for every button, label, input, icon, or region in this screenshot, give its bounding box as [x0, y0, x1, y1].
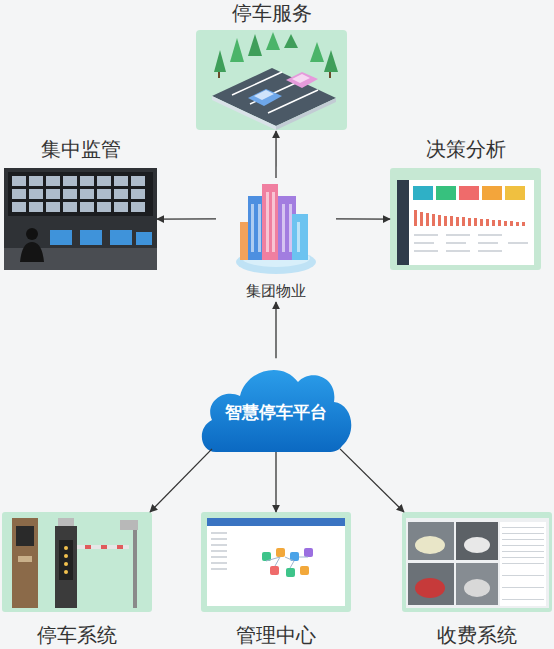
building-icon	[236, 184, 316, 274]
management-screenshot	[201, 512, 351, 612]
arrow-connector	[336, 218, 390, 219]
node-label: 集中监管	[4, 136, 157, 162]
node-label: 停车服务	[196, 0, 347, 26]
node-label: 决策分析	[390, 136, 541, 162]
arrow-connector	[340, 449, 404, 512]
arrow-connector	[150, 449, 212, 512]
node-label: 管理中心	[201, 622, 351, 648]
parking-hardware	[2, 512, 152, 612]
charge-screenshot	[402, 512, 552, 612]
cloud-node: 智慧停车平台	[196, 356, 356, 464]
image-node: 收费系统	[402, 512, 552, 648]
arrow-connector	[275, 131, 276, 178]
dashboard-screenshot	[390, 168, 541, 270]
node-label: 智慧停车平台	[196, 401, 356, 424]
parking-illustration	[196, 30, 347, 130]
arrow-connector	[275, 452, 276, 512]
image-node: 停车系统	[2, 512, 152, 648]
node-label: 停车系统	[2, 622, 152, 648]
monitoring-photo	[4, 168, 157, 270]
arrow-connector	[157, 218, 216, 219]
node-label: 集团物业	[216, 281, 336, 302]
arrow-connector	[275, 302, 276, 358]
image-node: 停车服务	[196, 0, 347, 131]
image-node: 决策分析	[390, 136, 541, 270]
node-label: 收费系统	[402, 622, 552, 648]
icon-node: 集团物业	[216, 178, 336, 302]
image-node: 集中监管	[4, 136, 157, 270]
image-node: 管理中心	[201, 512, 351, 648]
